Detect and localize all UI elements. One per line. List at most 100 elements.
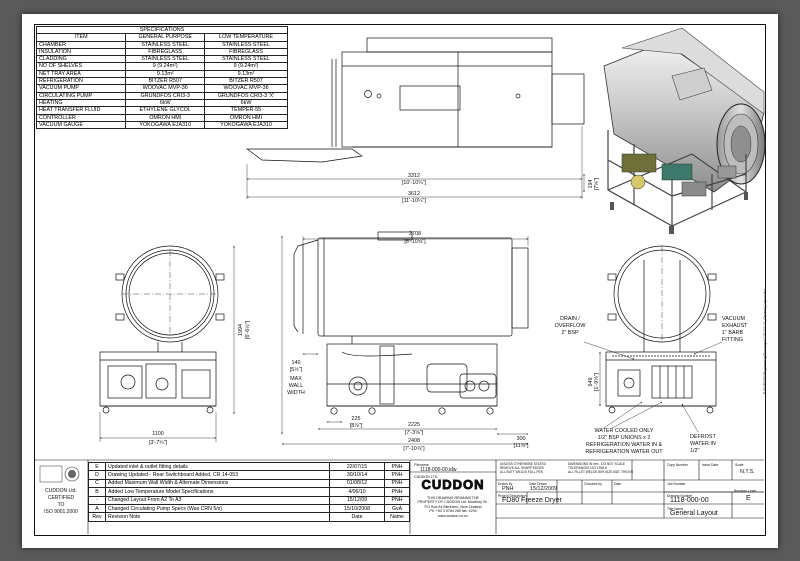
- spec-cell: INSULATION: [35, 47, 127, 57]
- dim-225: 225: [352, 416, 361, 422]
- revision-cell: PNH: [384, 487, 410, 497]
- dim-549: 549: [588, 378, 594, 387]
- revision-cell: Rev: [88, 512, 106, 522]
- svg-text:WALL: WALL: [289, 383, 303, 389]
- dim-140-imperial: [5½"]: [290, 366, 303, 373]
- revision-cell: Date: [329, 512, 385, 522]
- cert-line-1: CUDDON Ltd.: [45, 488, 77, 494]
- svg-text:MAX: MAX: [290, 376, 302, 382]
- revision-cell: B: [88, 487, 106, 497]
- issue-date-label: Issue Date: [702, 463, 719, 467]
- dim-2408-imperial: [7'-10⅞"]: [403, 446, 425, 452]
- notes-small-line: UNLESS OTHERWISE STATED: [500, 462, 546, 466]
- spec-title: SPECIFICATIONS: [36, 25, 288, 35]
- drawing-sheet: SPECIFICATIONS ITEM GENERAL PURPOSE LOW …: [22, 14, 778, 548]
- c-vacuum-line: 1" BARB: [722, 330, 743, 336]
- c-defrost-line: 1/2": [690, 448, 699, 454]
- side-view: [293, 231, 529, 415]
- c-defrost-line: DEFROST: [690, 434, 716, 440]
- drawing-border: [34, 24, 766, 536]
- spec-cell: STAINLESS STEEL: [204, 40, 288, 49]
- drawing-canvas: 3312 [10'-10¼"] 3612 [11'-10¼"] 194 [7⅝"…: [34, 27, 767, 534]
- c-water-line: 1/2" BSP UNIONS x 2: [598, 435, 651, 441]
- revision-cell: GvA: [384, 503, 410, 514]
- c-drain-line: OVERFLOW: [555, 323, 587, 329]
- dim-300: 300: [517, 436, 526, 442]
- revision-cell: PNH: [384, 478, 410, 489]
- svg-text:WIDTH: WIDTH: [287, 390, 305, 396]
- spec-cell: HEAT TRANSFER FLUID: [35, 106, 127, 115]
- c-vacuum-line: VACUUM: [722, 316, 745, 322]
- revision-cell: Name: [384, 512, 410, 522]
- property-line: P.O Box 84 Blenheim, New Zealand: [424, 504, 482, 509]
- scale-label: Scale: [735, 463, 744, 467]
- dim-2225: 2225: [408, 422, 420, 428]
- dim-3312-imperial: [10'-10¼"]: [402, 180, 427, 186]
- dim-1100-imperial: [3'-7¼"]: [149, 440, 168, 446]
- cuddon-logo: CUDDON: [421, 477, 484, 493]
- file-path-text: F:\CUDDON\Engineering\Drawings\1118-000-…: [763, 289, 767, 394]
- dims-small-line: ALL FILLET WELDS 80% SIZE MAT. THICKN: [568, 470, 633, 474]
- dim-3612: 3612: [408, 191, 420, 197]
- project-label: Project Description: [498, 494, 527, 498]
- c-defrost-line: WATER IN: [690, 441, 716, 447]
- spec-header: LOW TEMPERATURE: [204, 33, 288, 42]
- dim-2708: 2708: [409, 231, 421, 237]
- c-drain-line: DRAIN /: [560, 316, 580, 322]
- revision-cell: Revision Note: [105, 512, 330, 522]
- dim-549-imperial: [1'-9⅝"]: [594, 372, 600, 391]
- spec-cell: 9 (9.24m²): [204, 62, 288, 71]
- spec-cell: STAINLESS STEEL: [204, 55, 288, 64]
- spec-cell: CHAMBER: [35, 40, 127, 49]
- specifications-table: SPECIFICATIONS ITEM GENERAL PURPOSE LOW …: [35, 25, 288, 130]
- date-drawn-value: 15/12/2009: [530, 486, 557, 492]
- revision-cell: 15/10/2008: [329, 503, 385, 514]
- dims-small-line: DIMENSIONS IN mm - DO NOT SCALE: [568, 462, 625, 466]
- company-small: CUDDON LTD.: [414, 475, 439, 479]
- notes-small-line: ALL BUTT WELDS FULL PEN: [500, 470, 543, 474]
- c-water-line: REFRIGERATION WATER OUT: [585, 449, 663, 455]
- revision-cell: 22/07/15: [329, 461, 385, 472]
- revision-cell: E: [88, 461, 106, 472]
- revision-cell: 4/06/10: [329, 487, 385, 497]
- c-vacuum-line: FITTING: [722, 337, 743, 343]
- svg-text:CUDDON: CUDDON: [421, 477, 484, 492]
- property-line: www.cuddon.co.nz: [438, 513, 468, 518]
- revision-cell: 30/10/14: [329, 470, 385, 480]
- spec-cell: YOKOGAWA EJA310: [204, 120, 288, 130]
- dim-3612-imperial: [11'-10¼"]: [402, 198, 426, 204]
- revision-cell: PNH: [384, 470, 410, 480]
- drawn-by-label: Drawn by: [498, 482, 513, 486]
- dim-194-imperial: [7⅝"]: [594, 177, 600, 190]
- isometric-render: [603, 27, 766, 234]
- notes-small-line: REMOVE ALL SHARP EDGES: [500, 466, 544, 470]
- drawing-number-value: 1118-000-00: [670, 497, 709, 504]
- title-name-label: Title Name: [667, 507, 684, 511]
- revision-level-label: Revision Level: [734, 489, 757, 493]
- revision-cell: PNH: [384, 461, 410, 472]
- dim-2708-imperial: [8'-10⅝"]: [404, 239, 426, 245]
- project-value: FD80 Freeze Dryer: [502, 497, 562, 504]
- spec-cell: GRUNDFOS CRI3-3 'X': [204, 91, 288, 100]
- revision-cell: Added Maximum Wall Width & Alternate Dim…: [105, 478, 330, 489]
- c-water-line: REFRIGERATION WATER IN &: [586, 442, 663, 448]
